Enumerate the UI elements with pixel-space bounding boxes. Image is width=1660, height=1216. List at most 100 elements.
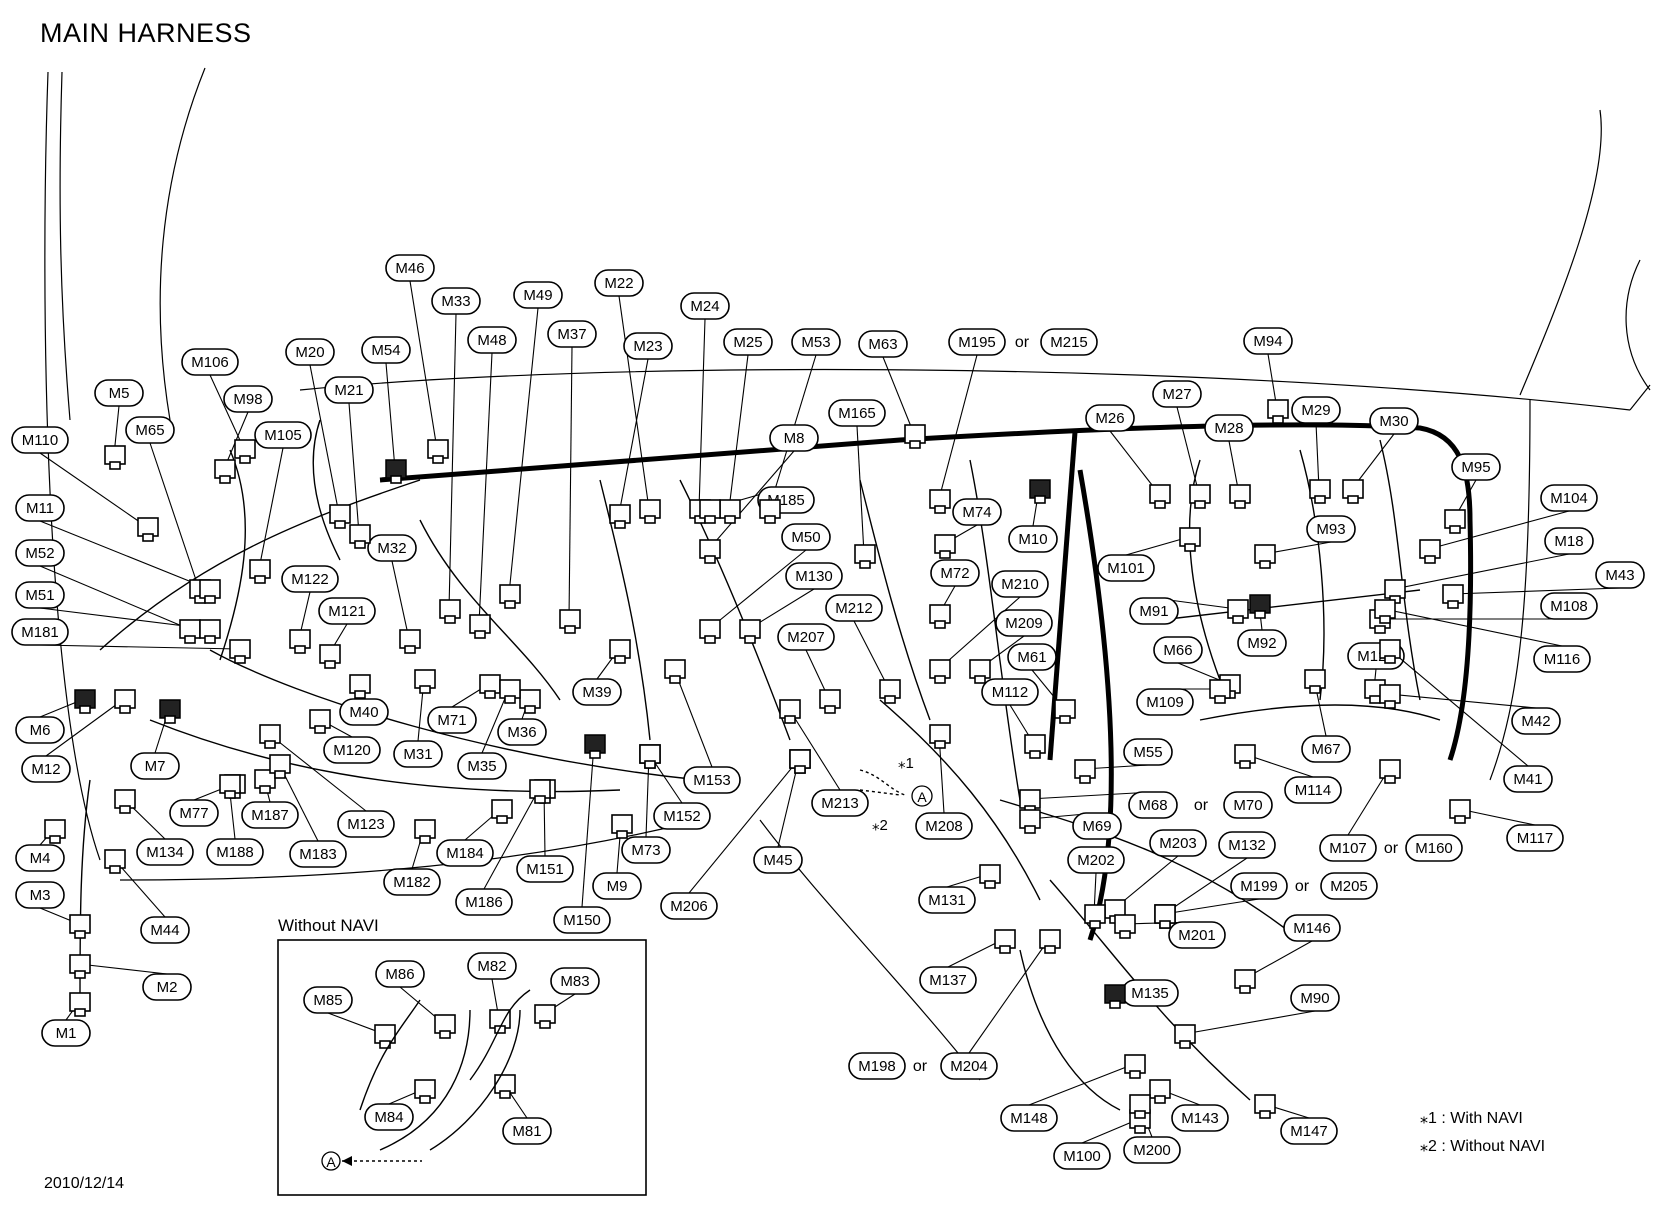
diagram-title: MAIN HARNESS	[40, 18, 252, 48]
svg-text:M150: M150	[563, 912, 601, 929]
label-m94: M94	[1243, 327, 1293, 355]
label-m10: M10	[1008, 525, 1058, 553]
svg-text:M6: M6	[30, 722, 51, 739]
svg-text:M66: M66	[1163, 642, 1192, 659]
svg-text:M73: M73	[631, 842, 660, 859]
connector-m74	[934, 534, 956, 559]
svg-text:M69: M69	[1082, 818, 1111, 835]
label-m9: M9	[592, 872, 642, 900]
connector-m95	[1444, 509, 1466, 534]
label-m68: M68	[1128, 791, 1178, 819]
svg-text:M110: M110	[22, 432, 58, 449]
connector-m12	[114, 689, 136, 714]
navi-callout: A ⁎1 ⁎2	[859, 755, 933, 834]
svg-text:M22: M22	[604, 275, 633, 292]
connector-m201	[1114, 914, 1136, 939]
connector-m83	[534, 1004, 556, 1029]
connector-m117	[1449, 799, 1471, 824]
leader-m41	[1388, 648, 1529, 767]
connector-m131	[979, 864, 1001, 889]
connector-m105	[249, 559, 271, 584]
svg-text:M52: M52	[25, 545, 54, 562]
label-m210: M210	[991, 570, 1049, 598]
label-m195: M195	[948, 328, 1006, 356]
label-m112: M112	[981, 678, 1039, 706]
leader-m37	[568, 346, 573, 620]
connector-m41	[1379, 639, 1401, 664]
note-with-navi: ⁎1 : With NAVI	[1420, 1110, 1523, 1127]
svg-text:M121: M121	[328, 603, 366, 620]
label-m28: M28	[1204, 414, 1254, 442]
label-m65: M65	[125, 416, 175, 444]
label-m70: M70	[1223, 791, 1273, 819]
svg-text:M26: M26	[1095, 410, 1124, 427]
label-m48: M48	[467, 326, 517, 354]
label-m137: M137	[919, 966, 977, 994]
svg-text:M148: M148	[1010, 1110, 1048, 1127]
svg-text:M21: M21	[334, 382, 363, 399]
leader-m181	[39, 644, 240, 650]
connector-m30	[1342, 479, 1364, 504]
label-m101: M101	[1097, 554, 1155, 582]
svg-text:M209: M209	[1005, 615, 1043, 632]
connector-m28	[1229, 484, 1251, 509]
label-m71: M71	[427, 706, 477, 734]
connector-m23	[609, 504, 631, 529]
svg-text:M114: M114	[1295, 782, 1331, 799]
svg-text:M2: M2	[157, 979, 178, 996]
connector-m53	[759, 499, 781, 524]
connector-m6	[74, 689, 96, 714]
svg-text:M123: M123	[347, 816, 385, 833]
connector-m27	[1189, 484, 1211, 509]
svg-text:M33: M33	[441, 293, 470, 310]
connector-m209	[969, 659, 991, 684]
svg-text:M55: M55	[1133, 744, 1162, 761]
leader-m101	[1125, 536, 1190, 556]
svg-text:M91: M91	[1139, 603, 1168, 620]
svg-text:M5: M5	[109, 385, 130, 402]
label-m69: M69	[1072, 812, 1122, 840]
svg-text:M116: M116	[1544, 651, 1580, 668]
label-m151: M151	[516, 855, 574, 883]
leader-m43	[1451, 587, 1621, 595]
connector-m2	[69, 954, 91, 979]
svg-text:M147: M147	[1290, 1123, 1328, 1140]
label-m110: M110	[11, 426, 69, 454]
label-m100: M100	[1053, 1142, 1111, 1170]
connector-m184	[491, 799, 513, 824]
svg-text:M130: M130	[795, 568, 833, 585]
svg-text:M108: M108	[1550, 598, 1588, 615]
label-m61: M61	[1007, 643, 1057, 671]
svg-text:M82: M82	[477, 958, 506, 975]
label-m22: M22	[594, 269, 644, 297]
svg-text:M204: M204	[950, 1058, 988, 1075]
svg-text:M72: M72	[940, 565, 969, 582]
label-m198: M198	[848, 1052, 906, 1080]
connector-m195	[929, 489, 951, 514]
connector-m98	[214, 459, 236, 484]
connector-m204	[1039, 929, 1061, 954]
svg-text:M213: M213	[821, 795, 859, 812]
svg-text:M183: M183	[299, 846, 337, 863]
label-m150: M150	[553, 906, 611, 934]
label-m121: M121	[318, 597, 376, 625]
svg-text:M41: M41	[1513, 771, 1542, 788]
label-m86: M86	[375, 960, 425, 988]
label-m202: M202	[1067, 846, 1125, 874]
leader-m20	[309, 364, 340, 515]
leader-m110	[39, 452, 148, 528]
connector-m9	[611, 814, 633, 839]
connector-m150	[584, 734, 606, 759]
connector-m187	[254, 769, 276, 794]
label-m7: M7	[130, 752, 180, 780]
connector-m109	[1209, 679, 1231, 704]
leader-m90	[1183, 1010, 1316, 1035]
label-m123: M123	[337, 810, 395, 838]
connector-m165	[854, 544, 876, 569]
connector-m210	[929, 659, 951, 684]
connector-m86	[434, 1014, 456, 1039]
label-m108: M108	[1540, 592, 1598, 620]
svg-text:M188: M188	[216, 844, 254, 861]
label-m153: M153	[683, 766, 741, 794]
svg-text:M44: M44	[150, 922, 179, 939]
